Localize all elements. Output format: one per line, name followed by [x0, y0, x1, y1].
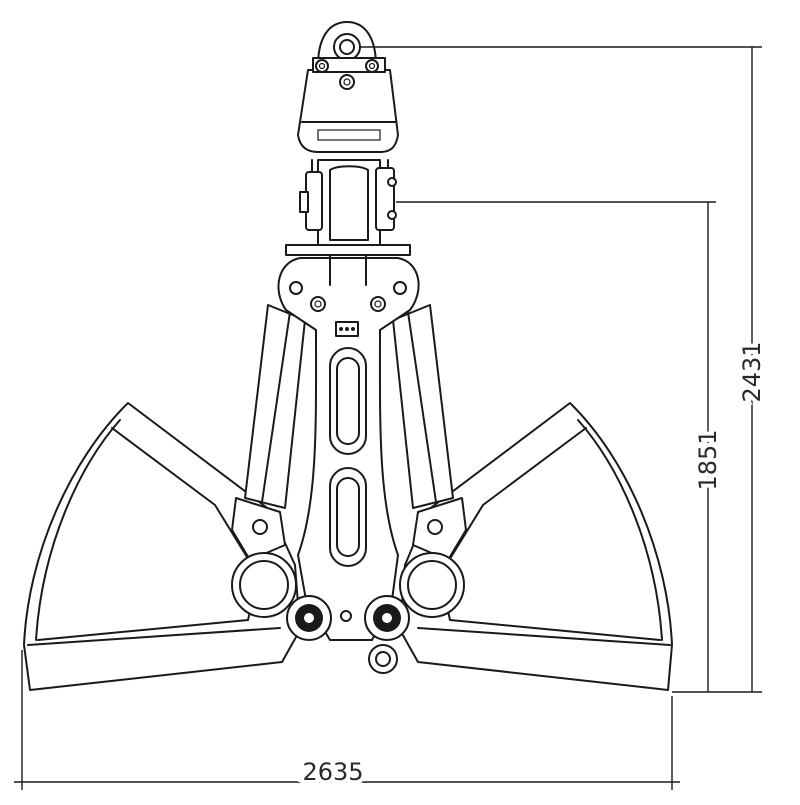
- right-hydraulic-cylinder: [392, 304, 467, 561]
- left-jaw-shell: [23, 402, 301, 691]
- dimension-2635: 2635: [14, 650, 680, 790]
- hanger-housing: [297, 69, 399, 153]
- dimension-label-overall-width: 2635: [302, 758, 363, 786]
- dimension-2431: 2431: [360, 46, 770, 693]
- rotator: [299, 159, 397, 246]
- bottom-pin: [368, 644, 398, 674]
- central-body: [277, 257, 420, 641]
- left-hydraulic-cylinder: [231, 304, 306, 561]
- dimension-1851: 1851: [396, 201, 726, 692]
- left-pivot-hub: [231, 552, 332, 641]
- right-pivot-hub: [364, 552, 465, 641]
- lifting-eye: [312, 21, 386, 73]
- dimension-label-lower-height: 1851: [694, 429, 722, 490]
- dimension-label-overall-height: 2431: [738, 341, 766, 402]
